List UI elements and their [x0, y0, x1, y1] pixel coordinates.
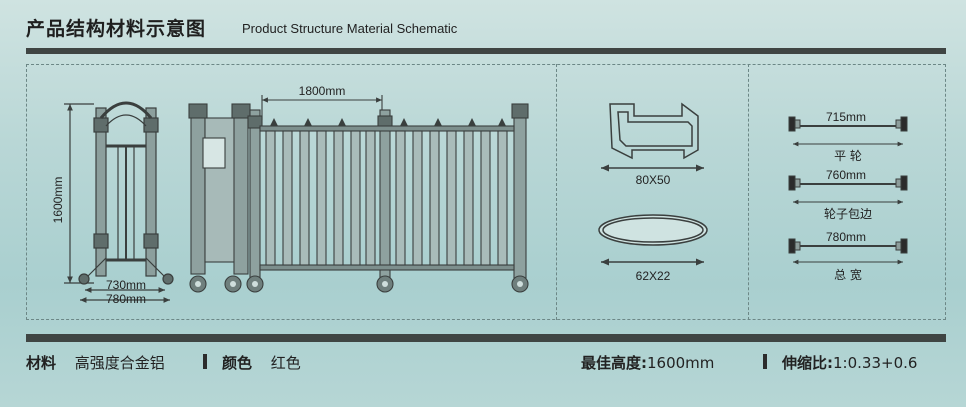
panel-divider-2 — [748, 64, 749, 320]
spec-color: 颜色 红色 — [222, 352, 301, 373]
wheel-edge — [788, 175, 908, 205]
schematic-panel — [26, 64, 946, 320]
ratio-value: 1:0.33+0.6 — [833, 354, 918, 372]
front-view — [188, 95, 529, 293]
height-label: 1600mm — [51, 177, 65, 224]
profile-rect-shape — [601, 102, 704, 172]
material-label: 材料 — [26, 354, 57, 372]
wheel-total-label: 总 宽 — [834, 267, 862, 282]
height-spec-label: 最佳高度: — [581, 354, 647, 372]
spec-material: 材料 高强度合金铝 — [26, 352, 165, 373]
profile-rect-label: 80X50 — [636, 173, 671, 187]
wheel-total — [788, 238, 908, 265]
wheel-flat-width: 715mm — [826, 110, 866, 124]
span-label: 1800mm — [299, 84, 346, 98]
wheel-edge-width: 760mm — [826, 168, 866, 182]
wheel-total-width: 780mm — [826, 230, 866, 244]
spec-height: 最佳高度:1600mm — [581, 352, 714, 373]
ratio-label: 伸缩比: — [782, 354, 833, 372]
page-title: 产品结构材料示意图 — [26, 18, 207, 40]
spec-separator — [763, 354, 767, 369]
color-label: 颜色 — [222, 354, 253, 372]
width-inner-label: 730mm — [106, 278, 146, 292]
wheel-edge-label: 轮子包边 — [824, 207, 872, 221]
profile-oval-shape — [598, 214, 708, 266]
panel-divider-1 — [556, 64, 557, 320]
spec-ratio: 伸缩比:1:0.33+0.6 — [782, 352, 917, 373]
height-spec-value: 1600mm — [647, 354, 715, 372]
wheel-flat — [788, 116, 908, 147]
width-outer-label: 780mm — [106, 292, 146, 306]
spec-separator — [203, 354, 207, 369]
wheel-flat-label: 平 轮 — [834, 149, 862, 163]
page-subtitle: Product Structure Material Schematic — [242, 21, 458, 36]
top-divider-bar — [26, 48, 946, 54]
profile-oval-label: 62X22 — [636, 269, 671, 283]
spec-divider-bar — [26, 334, 946, 342]
material-value: 高强度合金铝 — [74, 354, 165, 372]
side-view — [64, 101, 174, 303]
color-value: 红色 — [270, 354, 301, 372]
